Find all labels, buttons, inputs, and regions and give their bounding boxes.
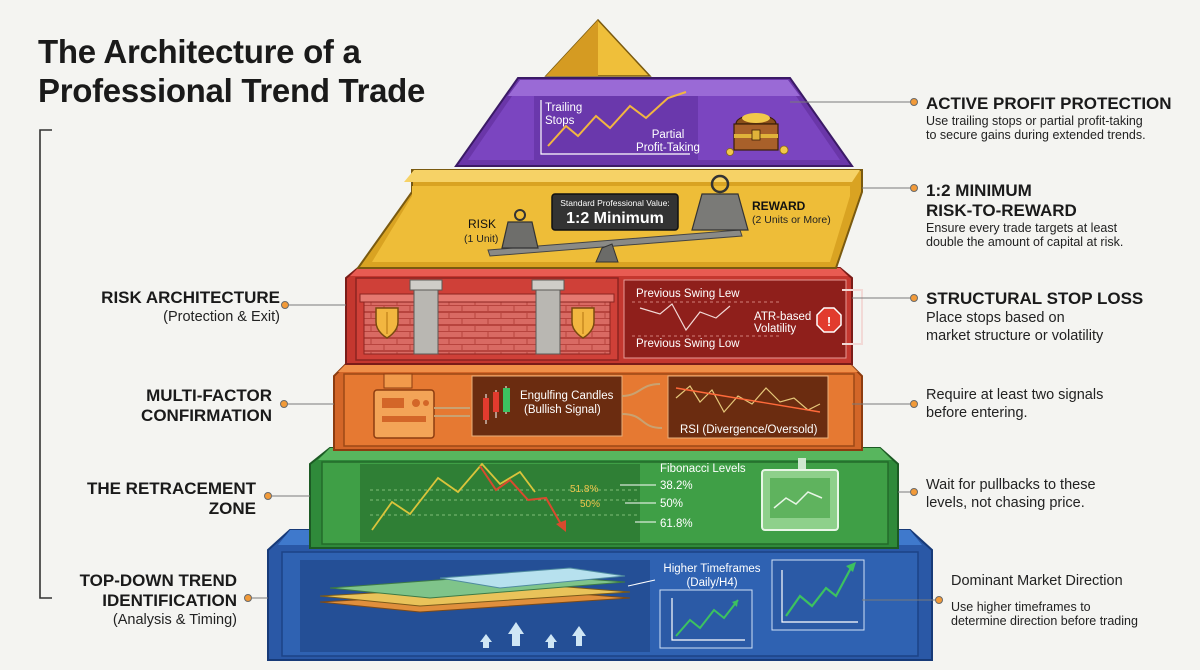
partial-label-2: Profit-Taking (636, 142, 700, 154)
layer-rr: Standard Professional Value: 1:2 Minimum… (356, 169, 863, 269)
layer-trend: Higher Timeframes (Daily/H4) (267, 529, 933, 661)
page-title: The Architecture of a Professional Trend… (38, 32, 425, 110)
candles-label-2: (Bullish Signal) (524, 404, 601, 416)
profit-callout-title: ACTIVE PROFIT PROTECTION (926, 94, 1172, 113)
callout-stop-loss: STRUCTURAL STOP LOSS Place stops based o… (926, 289, 1196, 345)
warning-icon: ! (827, 314, 831, 329)
callout-profit: ACTIVE PROFIT PROTECTION Use trailing st… (926, 94, 1196, 142)
atr-label-1: ATR-based (754, 311, 811, 323)
label-retracement: THE RETRACEMENT ZONE (0, 479, 256, 519)
fib-title: Fibonacci Levels (660, 463, 746, 475)
layer-confirm: Engulfing Candles (Bullish Signal) RSI (… (333, 361, 863, 451)
rr-callout-title-2: RISK-TO-REWARD (926, 201, 1077, 220)
reward-unit: (2 Units or More) (752, 214, 831, 226)
rr-callout-desc-1: Ensure every trade targets at least (926, 221, 1118, 235)
multi-factor-title-2: CONFIRMATION (141, 406, 272, 425)
callout-trend: Dominant Market Direction Use higher tim… (951, 572, 1196, 628)
stop-callout-desc-1: Place stops based on (926, 310, 1065, 326)
risk-unit: (1 Unit) (464, 233, 498, 245)
trailing-label-2: Stops (545, 115, 575, 127)
partial-label-1: Partial (652, 129, 685, 141)
top-down-title-1: TOP-DOWN TREND (79, 571, 237, 590)
profit-callout-desc-1: Use trailing stops or partial profit-tak… (926, 114, 1143, 128)
candles-label-1: Engulfing Candles (520, 390, 614, 402)
label-risk-architecture: RISK ARCHITECTURE (Protection & Exit) (20, 288, 280, 326)
label-multi-factor: MULTI-FACTOR CONFIRMATION (12, 386, 272, 426)
title-line-1: The Architecture of a (38, 33, 361, 70)
confirm-callout-desc-2: before entering. (926, 405, 1028, 421)
layer-risk: Previous Swing Lew Previous Swing Low AT… (345, 267, 863, 365)
rr-callout-title-1: 1:2 MINIMUM (926, 181, 1032, 200)
stop-callout-desc-2: market structure or volatility (926, 328, 1104, 344)
trend-callout-desc-2: determine direction before trading (951, 614, 1138, 628)
profit-callout-desc-2: to secure gains during extended trends. (926, 128, 1146, 142)
top-down-title-2: IDENTIFICATION (102, 591, 237, 610)
risk-arch-title: RISK ARCHITECTURE (101, 288, 280, 307)
confirm-callout-desc-1: Require at least two signals (926, 387, 1104, 403)
callout-dots (244, 98, 943, 604)
atr-label-2: Volatility (754, 323, 796, 335)
value-caption: Standard Professional Value: (560, 198, 669, 208)
multi-factor-title-1: MULTI-FACTOR (146, 386, 272, 405)
chart-fib-50: 50% (580, 499, 600, 510)
callout-rr: 1:2 MINIMUM RISK-TO-REWARD Ensure every … (926, 181, 1196, 249)
retrace-callout-desc-1: Wait for pullbacks to these (926, 477, 1096, 493)
retrace-title-2: ZONE (208, 499, 256, 518)
retrace-title-1: THE RETRACEMENT (86, 479, 256, 498)
rsi-label: RSI (Divergence/Oversold) (680, 424, 818, 436)
stop-callout-title: STRUCTURAL STOP LOSS (926, 289, 1144, 308)
left-bracket (39, 129, 52, 599)
trend-callout-desc-1: Use higher timeframes to (951, 600, 1091, 614)
rr-callout-desc-2: double the amount of capital at risk. (926, 235, 1124, 249)
swing-top-label: Previous Swing Lew (636, 288, 740, 300)
fib-50: 50% (660, 498, 683, 510)
callout-lines (252, 101, 935, 601)
retrace-callout-desc-2: levels, not chasing price. (926, 495, 1085, 511)
callout-retrace: Wait for pullbacks to these levels, not … (926, 476, 1196, 512)
risk-arch-sub: (Protection & Exit) (163, 309, 280, 325)
treasure-chest-icon (726, 113, 789, 156)
risk-label: RISK (468, 217, 496, 231)
layer-profit: Trailing Stops Partial Profit-Taking (454, 77, 854, 167)
top-down-sub: (Analysis & Timing) (112, 612, 237, 628)
fib-382: 38.2% (660, 480, 693, 492)
pyramid-cap (544, 18, 652, 77)
callout-confirm: Require at least two signals before ente… (926, 386, 1196, 422)
label-top-down: TOP-DOWN TREND IDENTIFICATION (Analysis … (0, 571, 237, 629)
chart-fib-518: 51.8% (570, 484, 598, 495)
swing-bottom-label: Previous Swing Low (636, 338, 740, 350)
htf-label-1: Higher Timeframes (663, 563, 760, 575)
trend-callout-title: Dominant Market Direction (951, 573, 1123, 589)
htf-label-2: (Daily/H4) (686, 577, 737, 589)
layer-retrace: 51.8% 50% Fibonacci Levels 38.2% 50% 61.… (309, 447, 899, 549)
fib-618: 61.8% (660, 518, 693, 530)
reward-label: REWARD (752, 199, 806, 213)
trailing-label-1: Trailing (545, 102, 582, 114)
up-arrows (480, 622, 586, 648)
title-line-2: Professional Trend Trade (38, 72, 426, 109)
ratio-value: 1:2 Minimum (566, 210, 664, 227)
